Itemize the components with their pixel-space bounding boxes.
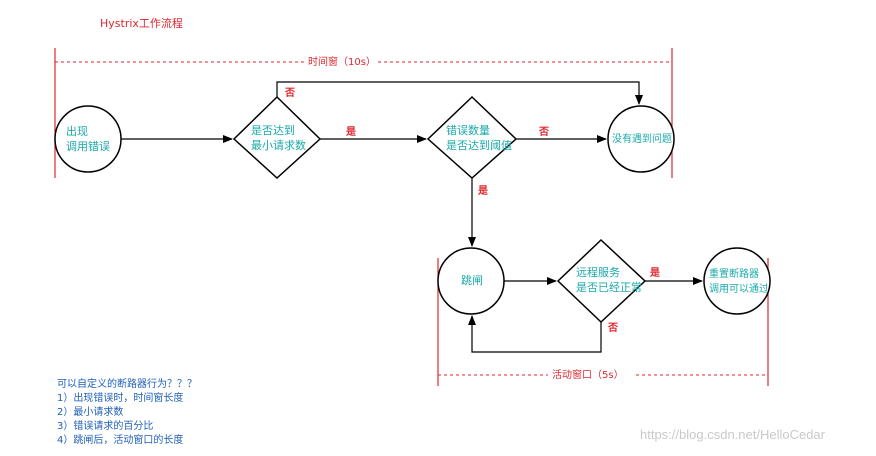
error-count-label: 错误数量 是否达到阈值 — [446, 124, 512, 152]
notes-item: 1）出现错误时，时间窗长度 — [57, 393, 184, 404]
edge-min-requests-no — [276, 81, 643, 105]
min-requests-yes-label: 是 — [346, 127, 356, 138]
trip-node-label: 跳闸 — [461, 274, 483, 287]
notes-question: 可以自定义的断路器行为？？？ — [57, 379, 197, 390]
start-node-label: 出现 调用错误 — [66, 125, 110, 153]
min-requests-decision — [232, 95, 322, 180]
error-count-yes-label: 是 — [478, 186, 488, 197]
watermark: https://blog.csdn.net/HelloCedar — [640, 427, 825, 442]
error-count-no-label: 否 — [539, 127, 549, 138]
time-window-bracket — [54, 48, 673, 178]
diagram-title: Hystrix工作流程 — [100, 17, 183, 30]
no-problem-node — [607, 105, 675, 173]
reset-node — [703, 247, 771, 315]
notes-item: 3）错误请求的百分比 — [57, 421, 154, 432]
min-requests-label: 是否达到 最小请求数 — [251, 124, 306, 152]
reset-node-label: 重置断路器 调用可以通过 — [709, 269, 767, 295]
edge-remote-no — [468, 315, 602, 353]
notes-item: 2）最小请求数 — [57, 407, 124, 418]
remote-no-label: 否 — [608, 323, 618, 334]
active-window-label: 活动窗口（5s） — [552, 370, 624, 381]
remote-yes-label: 是 — [650, 268, 660, 279]
customizable-behaviors-notes: 可以自定义的断路器行为？？？ 1）出现错误时，时间窗长度 2）最小请求数 3）错… — [57, 378, 197, 448]
no-problem-label: 没有遇到问题 — [612, 134, 672, 145]
min-requests-no-label: 否 — [285, 88, 295, 99]
time-window-label: 时间窗（10s） — [308, 57, 376, 68]
notes-item: 4）跳闸后，活动窗口的长度 — [57, 435, 184, 446]
remote-service-label: 远程服务 是否已经正常 — [576, 266, 642, 294]
